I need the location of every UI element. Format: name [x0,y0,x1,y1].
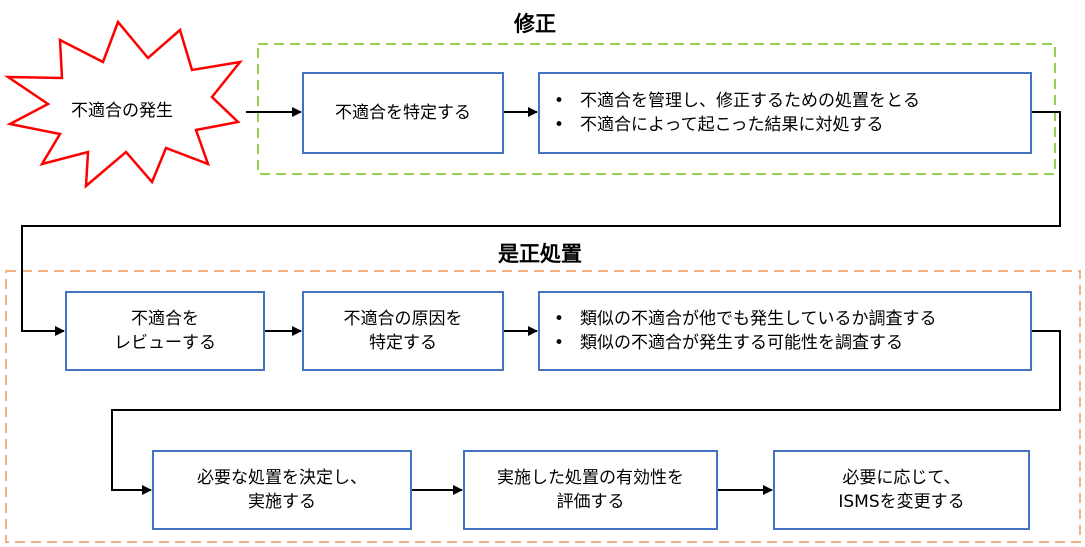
actions-box: •不適合を管理し、修正するための処置をとる •不適合によって起こった結果に対処す… [538,72,1032,154]
list-item: •類似の不適合が他でも発生しているか調査する [554,309,937,329]
investigate-box: •類似の不適合が他でも発生しているか調査する •類似の不適合が発生する可能性を調… [538,291,1032,371]
start-label: 不適合の発生 [71,101,173,121]
change-line-2: ISMSを変更する [838,492,965,512]
investigate-list: •類似の不適合が他でも発生しているか調査する •類似の不適合が発生する可能性を調… [554,307,937,355]
actions-list: •不適合を管理し、修正するための処置をとる •不適合によって起こった結果に対処す… [554,89,920,137]
list-item: •類似の不適合が発生する可能性を調査する [554,333,903,353]
list-item: •不適合によって起こった結果に対処する [554,115,884,135]
arrow-actions-to-review [21,111,1061,336]
corrective-action-frame [5,270,1081,543]
change-box: 必要に応じて、 ISMSを変更する [773,450,1030,530]
list-item: •不適合を管理し、修正するための処置をとる [554,91,920,111]
review-line-2: レビューする [114,333,216,353]
identify-box: 不適合を特定する [302,72,504,154]
cause-line-1: 不適合の原因を [343,309,463,329]
decide-box: 必要な処置を決定し、 実施する [152,450,412,530]
identify-label: 不適合を特定する [335,103,471,123]
review-box: 不適合を レビューする [65,291,265,371]
evaluate-line-1: 実施した処置の有効性を [497,468,684,488]
corrective-action-title: 是正処置 [498,242,582,266]
evaluate-line-2: 評価する [556,492,625,512]
correction-title: 修正 [514,12,556,36]
decide-line-2: 実施する [248,492,316,512]
change-line-1: 必要に応じて、 [842,468,961,488]
review-line-1: 不適合を [131,309,199,329]
evaluate-box: 実施した処置の有効性を 評価する [463,450,718,530]
decide-line-1: 必要な処置を決定し、 [197,468,367,488]
burst-shape [3,19,244,189]
cause-box: 不適合の原因を 特定する [302,291,504,371]
arrow-investigate-to-decide [111,330,1061,495]
cause-line-2: 特定する [369,333,437,353]
